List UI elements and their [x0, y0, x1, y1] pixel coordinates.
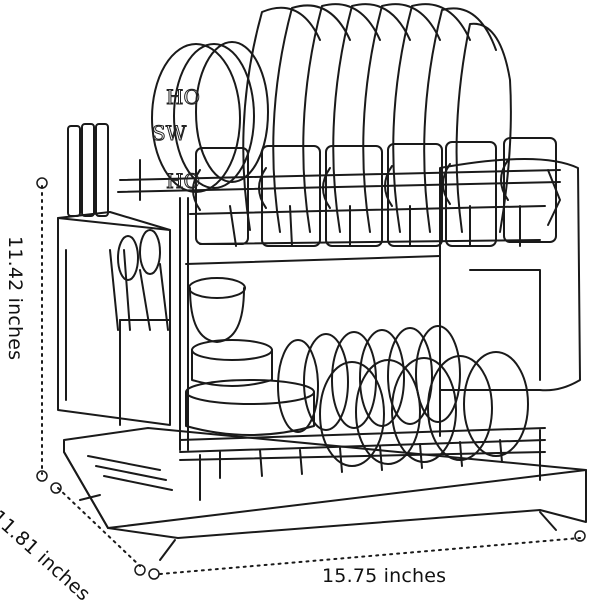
height-dimension-label: 11.42 inches [4, 236, 26, 361]
top-plates [242, 3, 512, 233]
plate-lettering: HO SW HO [152, 85, 201, 194]
width-dimension-label: 15.75 inches [322, 565, 447, 587]
dimension-lines [41, 185, 581, 575]
plate-word-1: HO [166, 85, 200, 109]
plate-word-2: SW [152, 121, 187, 145]
cutting-board [439, 158, 581, 392]
width-dimension-line [159, 537, 581, 575]
cups-row [192, 137, 557, 247]
bottom-plates [277, 325, 529, 467]
top-shelf-frame [117, 169, 561, 451]
dimension-endpoints [36, 177, 586, 580]
utensil-caddy [57, 211, 171, 426]
bowls-stack [185, 277, 315, 436]
plate-word-3: HO [166, 169, 200, 193]
drip-tray [63, 427, 587, 561]
lower-shelf-frame [179, 255, 546, 501]
utensils [67, 123, 169, 331]
depth-dimension-line [57, 487, 141, 567]
